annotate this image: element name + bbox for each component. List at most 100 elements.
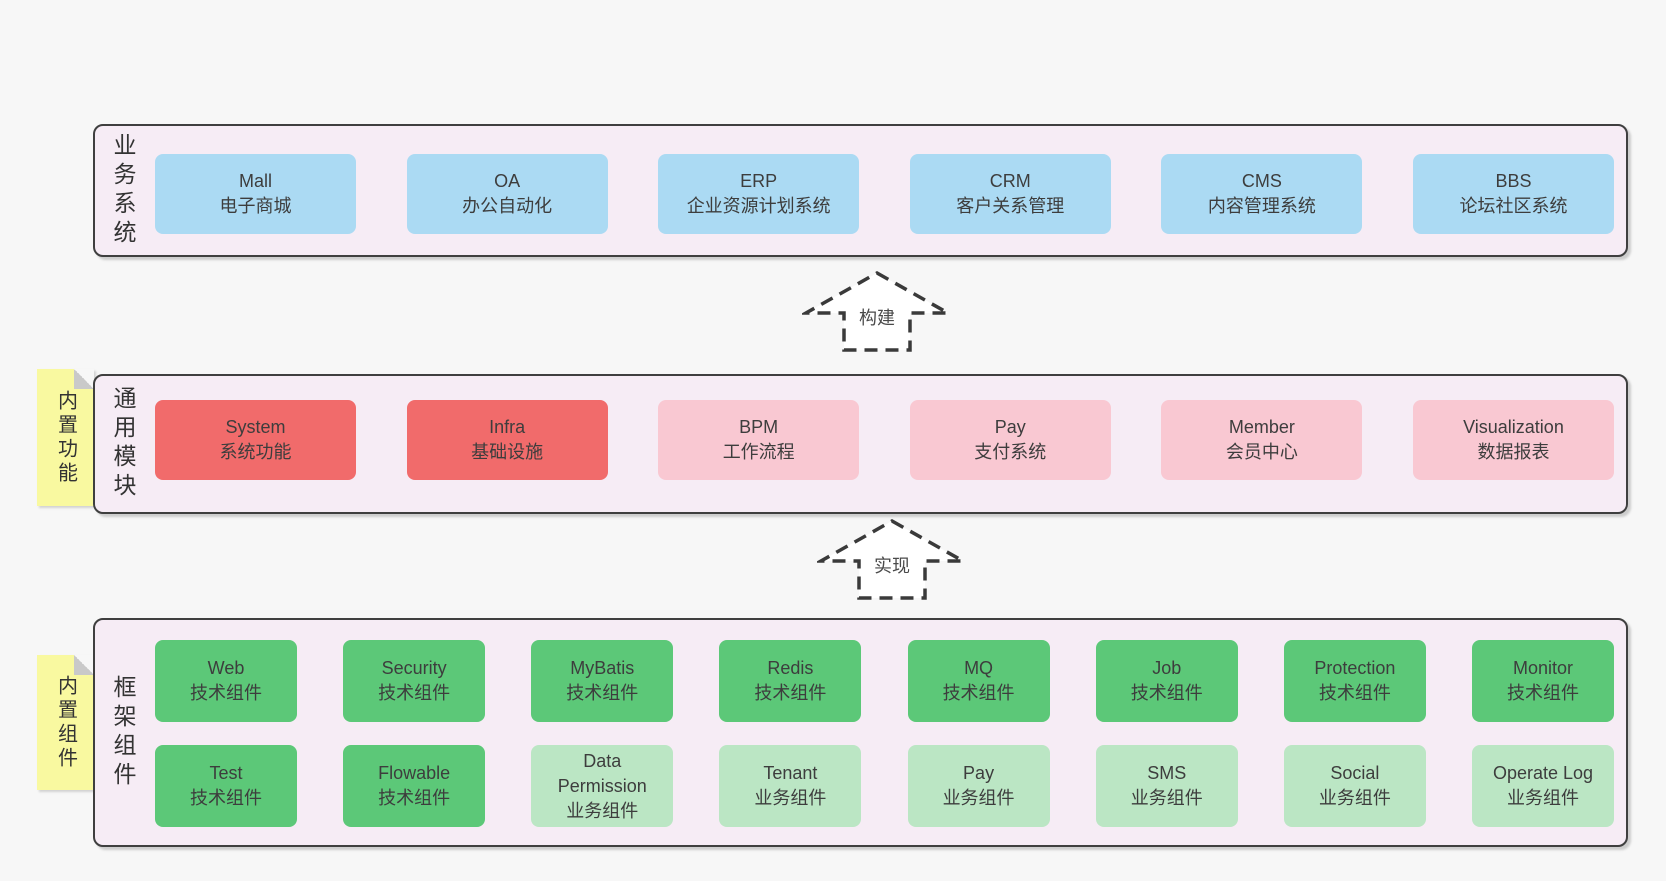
box-title: CMS xyxy=(1241,171,1282,191)
box-title: System xyxy=(225,417,286,437)
box-subtitle: 技术组件 xyxy=(754,683,827,703)
box-title: Security xyxy=(381,658,447,678)
diagram-box-sms: SMS 业务组件 xyxy=(1095,745,1238,827)
box-title: Protection xyxy=(1314,658,1396,678)
box-title: Flowable xyxy=(378,763,451,783)
box-title: Member xyxy=(1228,417,1295,437)
panel-common-modules: 通用模块 System 系统功能 Infra 基础设施 BPM 工作流程 Pay 支付系统 Me… xyxy=(93,374,1628,514)
sticky-note-label: 内置功能 xyxy=(54,389,77,486)
box-subtitle: 业务组件 xyxy=(754,788,827,808)
diagram-box-mall: Mall 电子商城 xyxy=(155,154,356,234)
diagram-box-bpm: BPM 工作流程 xyxy=(658,400,860,480)
diagram-box-monitor: Monitor 技术组件 xyxy=(1471,640,1614,722)
folded-corner-icon xyxy=(74,655,94,675)
diagram-box-redis: Redis 技术组件 xyxy=(719,640,862,722)
box-title: Visualization xyxy=(1463,417,1564,437)
box-subtitle: 业务组件 xyxy=(1506,788,1579,808)
box-title: Job xyxy=(1152,658,1182,678)
box-subtitle: 内容管理系统 xyxy=(1207,196,1316,216)
box-title: Pay xyxy=(994,417,1026,437)
sticky-note-builtin-components: 内置组件 xyxy=(37,655,94,790)
box-subtitle: 业务组件 xyxy=(942,788,1015,808)
box-title: SMS xyxy=(1147,763,1187,783)
modules-box-row: System 系统功能 Infra 基础设施 BPM 工作流程 Pay 支付系统 Member 会… xyxy=(155,400,1614,480)
diagram-box-bbs: BBS 论坛社区系统 xyxy=(1412,154,1614,234)
box-subtitle: 数据报表 xyxy=(1477,442,1550,462)
diagram-box-pay: Pay 业务组件 xyxy=(907,745,1050,827)
box-subtitle: 技术组件 xyxy=(566,683,639,703)
box-subtitle: 论坛社区系统 xyxy=(1459,196,1568,216)
panel-side-label: 通用模块 xyxy=(110,386,136,502)
diagram-box-data-permission: Data Permission 业务组件 xyxy=(531,745,674,827)
diagram-box-security: Security 技术组件 xyxy=(343,640,486,722)
diagram-box-infra: Infra 基础设施 xyxy=(406,400,608,480)
box-subtitle: 基础设施 xyxy=(471,442,544,462)
diagram-box-system: System 系统功能 xyxy=(155,400,356,480)
box-subtitle: 系统功能 xyxy=(219,442,292,462)
box-subtitle: 业务组件 xyxy=(1130,788,1203,808)
box-subtitle: 技术组件 xyxy=(1130,683,1203,703)
folded-corner-icon xyxy=(74,369,94,389)
box-title: Monitor xyxy=(1512,658,1573,678)
box-subtitle: 技术组件 xyxy=(190,683,262,703)
panel-side-label: 框架组件 xyxy=(110,674,136,791)
box-subtitle: 工作流程 xyxy=(722,442,795,462)
box-subtitle: 技术组件 xyxy=(190,788,262,808)
sticky-note-label: 内置组件 xyxy=(54,674,77,771)
box-subtitle: 技术组件 xyxy=(378,788,451,808)
arrow-label: 构建 xyxy=(802,304,952,330)
box-title: Pay xyxy=(963,763,995,783)
box-title: Social xyxy=(1330,763,1380,783)
box-subtitle: 支付系统 xyxy=(974,442,1047,462)
box-title: OA xyxy=(494,171,521,191)
box-subtitle: 企业资源计划系统 xyxy=(686,196,831,216)
panel-side-label: 业务系统 xyxy=(110,132,136,249)
box-subtitle: 电子商城 xyxy=(219,196,292,216)
box-title: Operate Log xyxy=(1492,763,1594,783)
box-subtitle: 办公自动化 xyxy=(462,196,553,216)
box-subtitle: 技术组件 xyxy=(942,683,1015,703)
box-subtitle: 客户关系管理 xyxy=(956,196,1065,216)
box-title: MQ xyxy=(964,658,994,678)
box-title: Data Permission xyxy=(557,750,647,796)
box-subtitle: 技术组件 xyxy=(378,683,451,703)
diagram-box-tenant: Tenant 业务组件 xyxy=(719,745,862,827)
box-title: BBS xyxy=(1495,171,1532,191)
diagram-box-mq: MQ 技术组件 xyxy=(907,640,1050,722)
box-title: Test xyxy=(209,763,243,783)
diagram-box-pay: Pay 支付系统 xyxy=(909,400,1111,480)
sticky-note-builtin-features: 内置功能 xyxy=(37,369,94,506)
arrow-label: 实现 xyxy=(817,552,967,578)
diagram-box-test: Test 技术组件 xyxy=(155,745,297,827)
diagram-box-oa: OA 办公自动化 xyxy=(406,154,608,234)
box-subtitle: 业务组件 xyxy=(566,800,639,821)
box-title: Redis xyxy=(767,658,814,678)
diagram-box-flowable: Flowable 技术组件 xyxy=(343,745,486,827)
box-subtitle: 会员中心 xyxy=(1225,442,1298,462)
box-subtitle: 技术组件 xyxy=(1318,683,1391,703)
box-title: Infra xyxy=(489,417,526,437)
dashed-up-arrow-implement: 实现 xyxy=(817,518,967,602)
diagram-box-member: Member 会员中心 xyxy=(1161,400,1363,480)
diagram-box-erp: ERP 企业资源计划系统 xyxy=(658,154,860,234)
box-title: BPM xyxy=(739,417,779,437)
diagram-box-operate-log: Operate Log 业务组件 xyxy=(1471,745,1614,827)
box-title: Web xyxy=(207,658,245,678)
dashed-up-arrow-build: 构建 xyxy=(802,270,952,354)
box-title: Tenant xyxy=(763,763,818,783)
box-title: Mall xyxy=(238,171,272,191)
box-title: ERP xyxy=(740,171,778,191)
diagram-box-web: Web 技术组件 xyxy=(155,640,297,722)
diagram-box-job: Job 技术组件 xyxy=(1095,640,1238,722)
box-subtitle: 技术组件 xyxy=(1506,683,1579,703)
diagram-box-visualization: Visualization 数据报表 xyxy=(1412,400,1614,480)
